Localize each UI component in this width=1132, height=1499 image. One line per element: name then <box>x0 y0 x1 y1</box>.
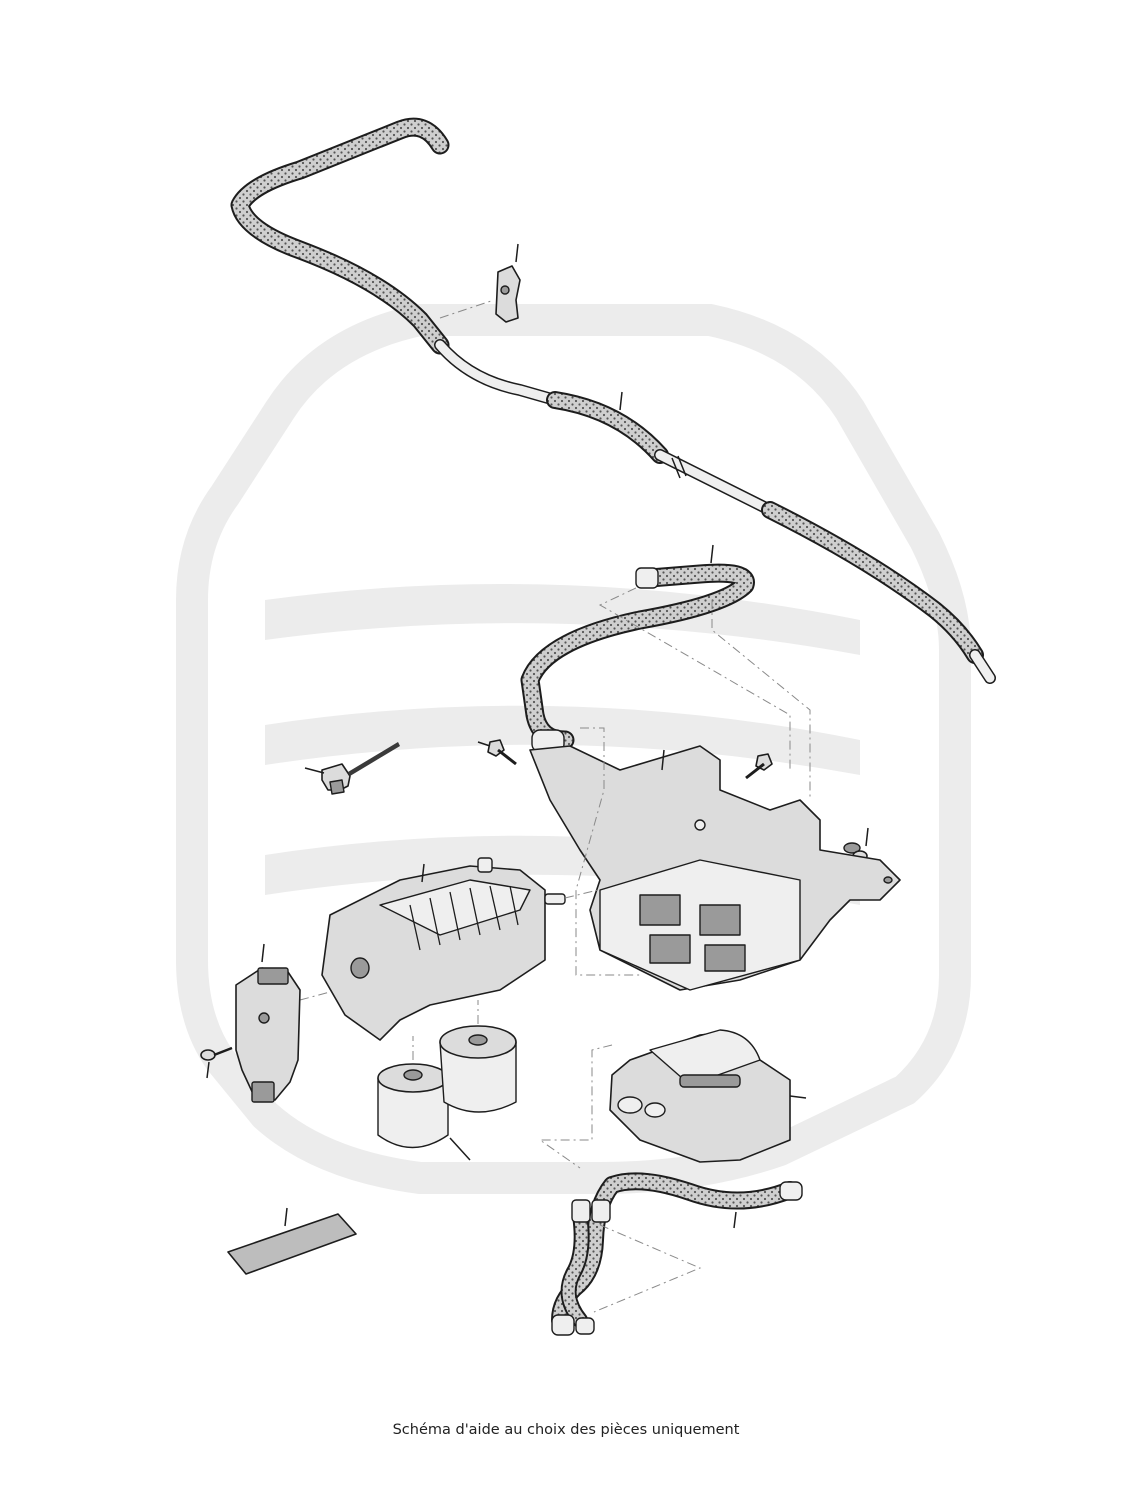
vent-hose-long[interactable] <box>230 117 996 684</box>
mounting-bracket[interactable] <box>529 727 901 991</box>
foam-pad[interactable] <box>227 1207 357 1275</box>
heater-unit[interactable] <box>235 943 301 1103</box>
purge-hose-upper[interactable] <box>520 544 811 800</box>
screw-upper-right[interactable] <box>745 753 773 780</box>
hose-y-lower[interactable] <box>551 1172 803 1336</box>
screw-left[interactable] <box>200 1046 233 1079</box>
hose-clip[interactable] <box>439 243 521 323</box>
screw-upper-left[interactable] <box>477 739 517 766</box>
filter-cartridges[interactable] <box>377 1000 517 1161</box>
footer-caption: Schéma d'aide au choix des pièces unique… <box>392 1422 740 1438</box>
filter-canister[interactable] <box>538 1029 807 1169</box>
reductant-tank-housing[interactable] <box>299 857 599 1041</box>
wire-clip[interactable] <box>304 742 400 795</box>
